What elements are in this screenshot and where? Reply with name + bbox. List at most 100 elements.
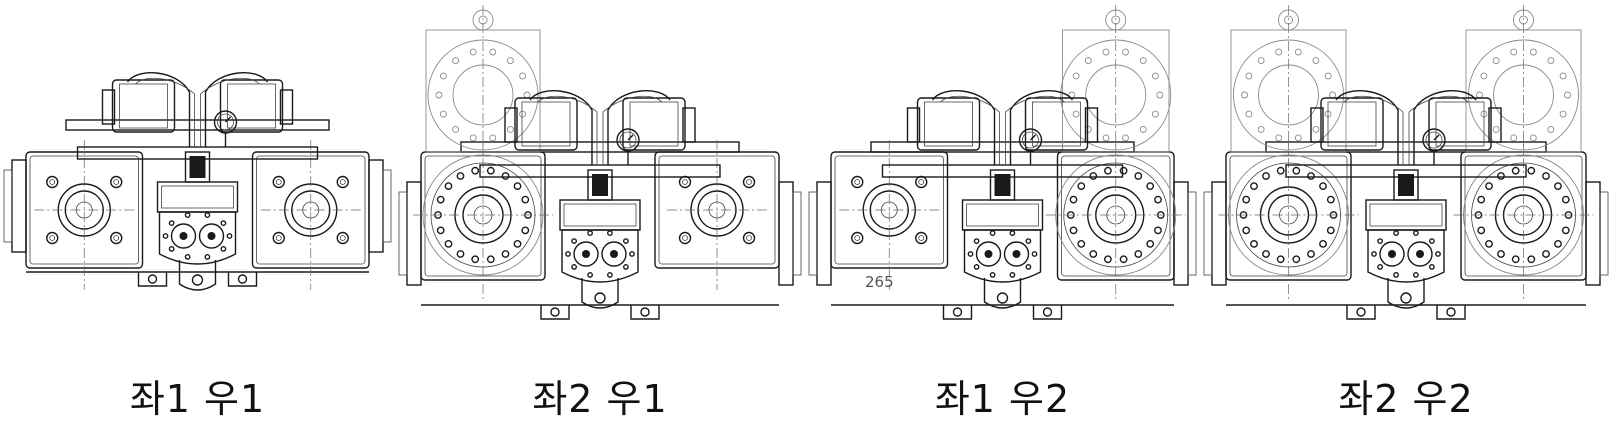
bolt-hole xyxy=(915,175,928,189)
flange-bolt xyxy=(1326,195,1335,204)
gear-left xyxy=(975,241,1002,267)
pump-bolt xyxy=(1377,238,1384,245)
flange-bolt xyxy=(501,172,510,180)
ghost-bolt xyxy=(1122,48,1129,56)
flange-bolt xyxy=(1527,166,1536,175)
pump-bolt xyxy=(226,233,233,239)
side-flange-left xyxy=(816,181,832,286)
housing-round xyxy=(413,140,553,300)
ghost-bolt xyxy=(1324,72,1332,80)
pump-bolt xyxy=(184,253,191,260)
flange-bolt xyxy=(471,166,480,175)
drawing-panel-2: 좌2 우1 xyxy=(395,0,805,433)
ghost-bolt xyxy=(1492,57,1500,65)
gear-pump xyxy=(963,229,1042,309)
gear-left xyxy=(1379,241,1405,267)
gear-pump xyxy=(158,211,237,291)
flange-bolt xyxy=(521,226,530,235)
ghost-bolt xyxy=(1102,48,1110,56)
foot-hole xyxy=(1446,307,1456,317)
side-flange-left xyxy=(1211,181,1227,286)
pump-bolt xyxy=(1428,263,1435,270)
ghost-bolt xyxy=(1294,48,1302,56)
flange-bolt xyxy=(1119,166,1128,175)
flange-bolt xyxy=(1103,166,1112,175)
flange-bolt xyxy=(1307,172,1315,180)
ghost-bolt xyxy=(1510,134,1518,142)
ghost-bolt xyxy=(1480,72,1488,80)
ghost-bolt xyxy=(469,48,477,56)
flange-bolt xyxy=(1561,195,1570,204)
ghost-bolt xyxy=(1257,125,1265,133)
flange-bolt xyxy=(1319,182,1327,191)
pump-bolt xyxy=(1371,251,1377,257)
flange-bolt xyxy=(1477,226,1486,235)
flange-bolt xyxy=(1477,195,1486,204)
ghost-bolt xyxy=(1084,57,1092,65)
foot-hole xyxy=(147,274,158,284)
flange-bolt xyxy=(1089,172,1098,180)
flange-bolt xyxy=(1262,250,1270,258)
bolt-hole xyxy=(46,175,59,189)
mounting-foot xyxy=(1436,305,1466,320)
mounting-foot xyxy=(227,272,258,287)
ghost-bolt xyxy=(1072,110,1080,118)
gear-left xyxy=(573,241,599,267)
bolt-hole xyxy=(336,175,349,189)
flange-bolt xyxy=(501,250,510,258)
top-plate xyxy=(65,119,330,131)
flange-bolt xyxy=(1497,172,1505,180)
ghost-bolt xyxy=(1529,48,1537,56)
gear-right xyxy=(601,241,627,267)
pump-bolt xyxy=(973,263,980,270)
bolt-hole xyxy=(46,231,59,245)
flange-bolt xyxy=(1146,239,1155,248)
ghost-bolt xyxy=(1476,91,1483,99)
top-plate xyxy=(870,141,1135,153)
mounting-foot xyxy=(630,305,660,320)
flange-bolt xyxy=(456,250,465,258)
housing-square xyxy=(25,140,144,290)
flange-bolt xyxy=(1242,226,1251,235)
manifold-pipes xyxy=(126,72,269,147)
ghost-bolt xyxy=(489,134,497,142)
flange-bolt xyxy=(436,195,445,204)
flange-bolt xyxy=(1089,250,1098,258)
ghost-bolt xyxy=(1529,134,1537,142)
ghost-bolt xyxy=(452,125,460,133)
pump-bolt xyxy=(989,230,996,237)
valve-block xyxy=(559,169,641,231)
pump-bolt xyxy=(204,253,211,260)
flange-bolt xyxy=(1154,195,1162,204)
pump-bolt xyxy=(587,271,594,278)
gear-pump xyxy=(561,229,639,309)
motor-right xyxy=(1428,97,1502,151)
side-flange-right xyxy=(1173,181,1189,286)
ghost-bolt xyxy=(506,125,514,133)
ghost-bolt xyxy=(1275,48,1283,56)
gear-left xyxy=(170,223,197,249)
flange-bolt xyxy=(1319,239,1327,248)
side-flange-left xyxy=(406,181,422,286)
ghost-bolt xyxy=(1559,110,1567,118)
ghost-bolt xyxy=(1312,125,1320,133)
flange-bolt xyxy=(1292,166,1301,175)
ghost-bolt xyxy=(1294,134,1302,142)
technical-drawing-4 xyxy=(1203,5,1609,320)
flange-bolt xyxy=(486,255,495,264)
pump-bolt xyxy=(220,220,227,227)
pump-bolt xyxy=(1009,230,1016,237)
pump-bolt xyxy=(973,238,980,245)
pressure-gauge xyxy=(616,128,640,165)
mounting-foot xyxy=(1346,305,1376,320)
top-plate xyxy=(1265,141,1547,153)
ghost-upper-housing xyxy=(1230,5,1347,153)
flange-bolt xyxy=(1511,255,1520,264)
flange-bolt xyxy=(1554,239,1562,248)
ghost-bolt xyxy=(1547,57,1555,65)
flange-bolt xyxy=(1250,239,1258,248)
top-plate xyxy=(460,141,740,153)
bolt-hole xyxy=(678,175,692,189)
foot-hole xyxy=(952,307,963,317)
pump-bolt xyxy=(168,220,175,227)
